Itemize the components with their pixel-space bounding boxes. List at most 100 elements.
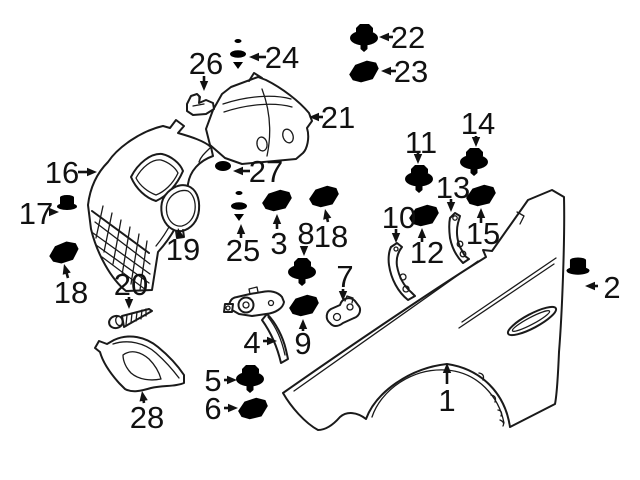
parts-layer [47, 24, 590, 431]
callout-cage-clip-15: 15 [466, 208, 500, 251]
part-cage-clip-23 [347, 59, 380, 84]
callout-number: 17 [19, 196, 53, 231]
callout-number: 21 [321, 100, 355, 135]
callout-number: 25 [226, 233, 260, 268]
part-cage-clip-18-center [308, 184, 340, 209]
callout-retainer-clip-26: 26 [189, 46, 223, 91]
callout-number: 2 [603, 270, 620, 305]
callout-number: 19 [166, 232, 200, 267]
callout-number: 16 [45, 155, 79, 190]
callout-expansion-rivet-24: 24 [249, 40, 299, 75]
callout-number: 10 [382, 200, 416, 235]
part-fender-bolt-2 [566, 257, 590, 292]
callout-arrowhead [49, 207, 59, 217]
part-fender-liner-front [87, 119, 214, 292]
part-corner-bracket-10 [387, 242, 416, 301]
callout-number: 22 [391, 20, 425, 55]
part-retainer-clip-26 [186, 93, 215, 116]
callout-number: 9 [294, 326, 311, 361]
callout-washer-bolt-11: 11 [405, 125, 437, 164]
callout-corner-bracket-10: 10 [382, 200, 416, 243]
part-lower-trim-28 [94, 335, 185, 393]
callout-arrowhead [446, 202, 456, 212]
callout-number: 5 [204, 363, 221, 398]
part-expansion-rivet-24 [230, 39, 246, 69]
callout-arrowhead [338, 291, 348, 301]
callout-access-cover-19: 19 [166, 228, 200, 267]
callout-fender-liner-front: 16 [45, 155, 97, 190]
callout-fender-bolt: 2 [585, 270, 621, 305]
callout-number: 26 [189, 46, 223, 81]
callout-washer-bolt-14: 14 [461, 106, 495, 147]
callout-arrowhead [228, 403, 238, 413]
callout-arrowhead [379, 32, 389, 42]
callout-number: 12 [410, 235, 444, 270]
part-cage-clip-3 [261, 188, 293, 213]
callout-number: 7 [336, 259, 353, 294]
callout-arrowhead [87, 167, 97, 177]
callout-number: 15 [466, 216, 500, 251]
callout-cage-clip-18-left: 18 [54, 264, 88, 310]
part-washer-screw-22 [350, 24, 378, 52]
callout-tapping-screw-20: 20 [114, 267, 148, 309]
part-cage-clip-18-left [47, 240, 81, 265]
callout-number: 1 [438, 383, 455, 418]
callout-arrowhead [199, 81, 209, 91]
callout-arrowhead [417, 228, 427, 238]
callout-washer-bolt-8: 8 [297, 216, 315, 256]
part-curved-bracket-13 [448, 212, 470, 264]
callout-arrowhead [585, 281, 595, 291]
part-washer-bolt-8 [288, 258, 316, 286]
callout-cage-clip-6: 6 [204, 391, 238, 426]
callout-number: 13 [436, 170, 470, 205]
callout-number: 23 [394, 54, 428, 89]
callout-arrowhead [233, 166, 243, 176]
part-flange-bolt-17 [57, 195, 77, 225]
callout-number: 6 [204, 391, 221, 426]
callout-cage-clip-23: 23 [381, 54, 428, 89]
callout-number: 27 [249, 154, 283, 189]
callout-arrowhead [381, 66, 391, 76]
callout-lower-trim-28: 28 [130, 391, 164, 435]
callout-expansion-rivet-25: 25 [226, 224, 260, 268]
callout-number: 14 [461, 106, 495, 141]
callout-arrowhead [471, 137, 481, 147]
callout-arrowhead [391, 233, 401, 243]
callout-cage-clip-18-center: 18 [314, 209, 348, 254]
part-pan-screw-27 [215, 161, 231, 184]
callout-arrowhead [124, 299, 134, 309]
part-tapping-screw-20 [108, 308, 153, 330]
callout-arrowhead [442, 363, 452, 373]
callout-number: 20 [114, 267, 148, 302]
callout-washer-bolt-5: 5 [204, 363, 237, 398]
callout-cage-clip-3: 3 [270, 214, 288, 261]
part-mount-bracket-7 [325, 295, 362, 327]
callout-flange-bolt-17: 17 [19, 196, 59, 231]
callout-number: 18 [54, 275, 88, 310]
callout-arrowhead [476, 208, 486, 218]
callout-arrowhead [298, 319, 308, 329]
callout-arrowhead [175, 228, 185, 239]
part-expansion-rivet-25 [231, 191, 247, 221]
callout-number: 11 [405, 125, 437, 160]
callout-number: 3 [270, 226, 287, 261]
callout-pan-screw-27: 27 [233, 154, 283, 189]
part-washer-bolt-5 [236, 365, 264, 393]
callout-arrowhead [323, 209, 332, 220]
callout-front-fender: 1 [438, 363, 456, 418]
callout-number: 18 [314, 219, 348, 254]
callout-number: 28 [130, 400, 164, 435]
callout-arrowhead [272, 214, 282, 224]
callout-washer-screw-22: 22 [379, 20, 425, 55]
callout-support-bracket-4: 4 [243, 325, 277, 360]
part-front-fender [282, 189, 566, 431]
callout-arrowhead [299, 246, 309, 256]
callout-arrowhead [227, 375, 237, 385]
callout-number: 4 [243, 325, 260, 360]
callout-arrowhead [62, 264, 71, 275]
part-support-bracket-4 [223, 286, 289, 364]
callout-layer: 1234567891011121314151617181819202122232… [19, 20, 621, 435]
callout-number: 24 [265, 40, 299, 75]
